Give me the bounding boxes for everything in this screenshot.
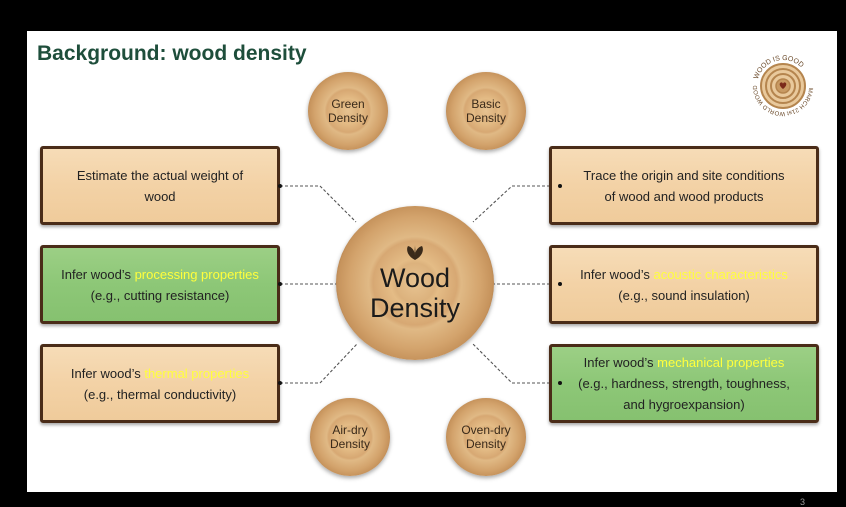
box-acoustic-line2: (e.g., sound insulation): [618, 287, 750, 303]
box-trace-origin-line1: Trace the origin and site conditions: [583, 167, 785, 183]
connector-dot: [558, 184, 562, 188]
box-processing-prefix: Infer wood’s: [61, 266, 135, 282]
connector-dot: [278, 282, 282, 286]
box-mechanical-prefix: Infer wood’s: [583, 355, 658, 370]
box-processing-line2: (e.g., cutting resistance): [90, 287, 230, 303]
box-thermal-properties: Infer wood’s thermal properties (e.g., t…: [40, 344, 280, 423]
basic-density-label-1: Basic: [471, 97, 501, 111]
box-acoustic-characteristics: Infer wood’s acoustic characteristics (e…: [549, 245, 819, 324]
airdry-density-log: Air-dry Density: [310, 398, 390, 476]
box-thermal-highlight: thermal properties: [144, 365, 250, 381]
green-density-label-1: Green: [331, 97, 365, 111]
center-title-line1: Wood: [379, 263, 451, 293]
green-density-label-2: Density: [327, 111, 368, 125]
wood-is-good-logo: WOOD IS GOOD MARCH 21st WORLD WOOD DAY: [745, 48, 813, 116]
basic-density-log: Basic Density: [446, 72, 526, 150]
basic-density-label-2: Density: [465, 111, 506, 125]
center-title-line2: Density: [369, 293, 461, 323]
box-estimate-weight-line2: wood: [144, 188, 176, 204]
box-thermal-line2: (e.g., thermal conductivity): [83, 386, 237, 402]
box-mechanical-line2: (e.g., hardness, strength, toughness,: [578, 376, 790, 391]
box-processing-properties: Infer wood’s processing properties (e.g.…: [40, 245, 280, 324]
airdry-density-label-2: Density: [329, 437, 370, 451]
box-mechanical-properties: Infer wood’s mechanical properties (e.g.…: [549, 344, 819, 423]
box-acoustic-prefix: Infer wood’s: [580, 266, 654, 282]
box-mechanical-line3: and hygroexpansion): [623, 397, 745, 412]
wood-density-center-log: Wood Density: [336, 206, 494, 360]
box-trace-origin: Trace the origin and site conditions of …: [549, 146, 819, 225]
box-mechanical-highlight: mechanical properties: [657, 355, 785, 370]
box-estimate-weight-line1: Estimate the actual weight of: [76, 167, 244, 183]
airdry-density-label-1: Air-dry: [332, 423, 368, 437]
page-number: 3: [800, 497, 806, 507]
connector-dot: [558, 381, 562, 385]
box-estimate-weight: Estimate the actual weight of wood: [40, 146, 280, 225]
connector-dot: [278, 184, 282, 188]
connector-dot: [278, 381, 282, 385]
box-thermal-prefix: Infer wood’s: [70, 365, 145, 381]
slide-title: Background: wood density: [37, 42, 307, 65]
box-trace-origin-line2: of wood and wood products: [604, 188, 764, 204]
box-acoustic-highlight: acoustic characteristics: [653, 266, 788, 282]
ovendry-density-log: Oven-dry Density: [446, 398, 526, 476]
connector-dot: [558, 282, 562, 286]
green-density-log: Green Density: [308, 72, 388, 150]
ovendry-density-label-2: Density: [465, 437, 506, 451]
leaf-icon: [407, 245, 423, 260]
box-processing-highlight: processing properties: [134, 266, 259, 282]
ovendry-density-label-1: Oven-dry: [461, 423, 511, 437]
heart-icon: [779, 82, 787, 89]
